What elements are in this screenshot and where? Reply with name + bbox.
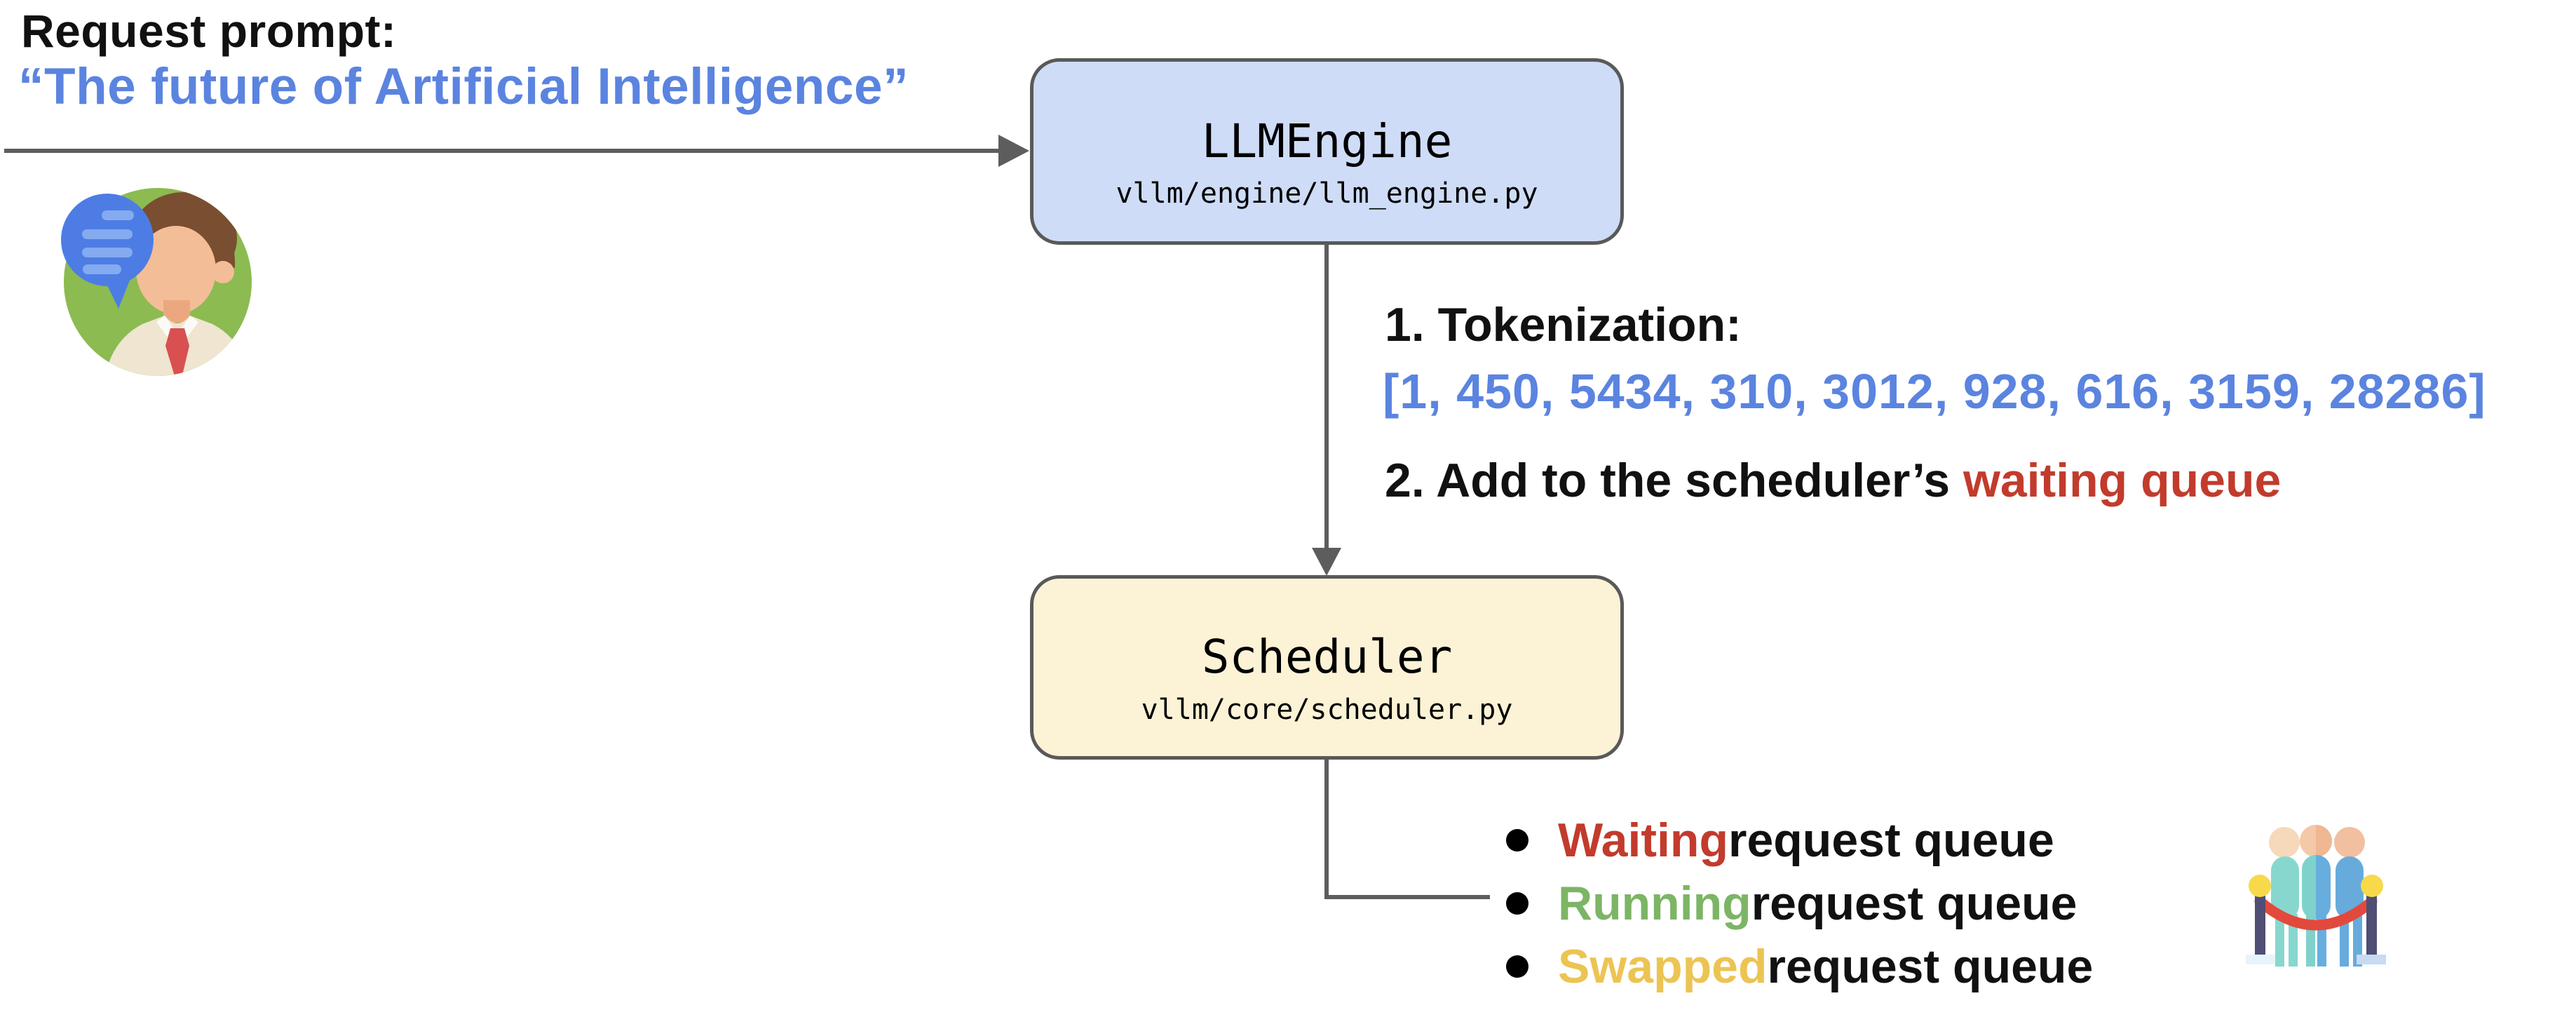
scheduler-path: vllm/core/scheduler.py <box>1141 693 1513 726</box>
scheduler-queue-list: Waiting request queue Running request qu… <box>1506 809 2093 998</box>
queue-name-swapped: Swapped <box>1558 940 1768 993</box>
llm-engine-path: vllm/engine/llm_engine.py <box>1116 177 1538 210</box>
queue-list-item-waiting: Waiting request queue <box>1506 809 2093 872</box>
scheduler-node: Scheduler vllm/core/scheduler.py <box>1030 575 1624 760</box>
scheduler-title: Scheduler <box>1201 630 1453 685</box>
step1-tokenization-label: 1. Tokenization: <box>1385 298 1742 351</box>
queue-rest-text: request queue <box>1728 814 2054 867</box>
request-arrow-line <box>4 149 1000 153</box>
engine-to-scheduler-arrow-line <box>1324 245 1329 551</box>
bullet-dot-icon <box>1506 829 1528 851</box>
request-prompt-text: “The future of Artificial Intelligence” <box>18 58 909 115</box>
llm-engine-title: LLMEngine <box>1201 114 1453 168</box>
engine-to-scheduler-arrow-head <box>1312 548 1341 576</box>
bullet-dot-icon <box>1506 955 1528 978</box>
queue-list-item-running: Running request queue <box>1506 872 2093 935</box>
scheduler-to-queues-line-vertical <box>1324 759 1329 899</box>
scheduler-to-queues-line-horizontal <box>1324 895 1490 899</box>
request-arrow-head <box>998 135 1029 167</box>
step2-waiting-queue-highlight: waiting queue <box>1962 454 2282 507</box>
queue-name-running: Running <box>1558 877 1751 930</box>
user-with-speech-bubble-icon <box>61 188 252 376</box>
people-behind-rope-queue-icon <box>2246 825 2386 967</box>
queue-name-waiting: Waiting <box>1558 814 1728 867</box>
bullet-dot-icon <box>1506 892 1528 915</box>
request-prompt-label: Request prompt: <box>21 5 397 57</box>
llm-engine-node: LLMEngine vllm/engine/llm_engine.py <box>1030 58 1624 245</box>
step2-prefix: 2. Add to the scheduler’s <box>1385 454 1963 507</box>
queue-rest-text: request queue <box>1751 877 2077 930</box>
step1-token-ids: [1, 450, 5434, 310, 3012, 928, 616, 3159… <box>1383 364 2486 419</box>
step2-add-to-queue-label: 2. Add to the scheduler’s waiting queue <box>1385 453 2281 508</box>
queue-list-item-swapped: Swapped request queue <box>1506 935 2093 998</box>
queue-rest-text: request queue <box>1767 940 2094 993</box>
